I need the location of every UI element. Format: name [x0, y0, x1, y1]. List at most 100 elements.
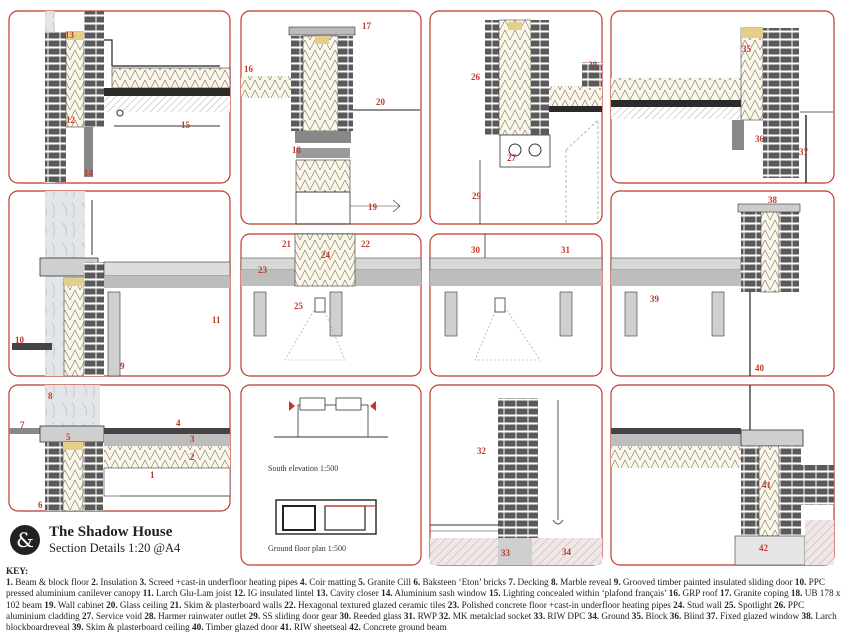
key-item-text: PPC pressed aluminium canilever canopy	[6, 577, 826, 599]
key-item: 42. Concrete ground beam	[349, 622, 446, 632]
callout-16: 16	[244, 64, 254, 74]
callout-8: 8	[48, 391, 53, 401]
callout-31: 31	[561, 245, 571, 255]
key-item: 15. Lighting concealed within ‘plafond f…	[489, 588, 669, 598]
callout-39: 39	[650, 294, 660, 304]
key-item-text: Fixed glazed window	[717, 610, 802, 621]
key-item-number: 4.	[300, 577, 307, 588]
key-item-text: Polished concrete floor +cast-in underfl…	[459, 599, 674, 610]
callout-4: 4	[176, 418, 181, 428]
callout-41: 41	[762, 480, 772, 490]
title-text: The Shadow House Section Details 1:20 @A…	[49, 524, 180, 556]
key-item-text: RIW sheetseal	[291, 622, 350, 633]
key-item: 35. Block	[632, 611, 670, 621]
key-item: 41. RIW sheetseal	[280, 622, 349, 632]
callout-20: 20	[376, 97, 386, 107]
key-item: 4. Coir matting	[300, 577, 358, 587]
key-item-text: SS sliding door gear	[260, 610, 340, 621]
key-item-number: 16.	[668, 588, 681, 599]
key-item: 32. MK metalclad socket	[439, 611, 534, 621]
callout-3: 3	[190, 434, 195, 444]
callout-12: 12	[66, 115, 76, 125]
callout-25: 25	[294, 301, 304, 311]
key-item-number: 26.	[774, 599, 786, 610]
detail-glazed-door	[610, 203, 801, 376]
key-item: 30. Reeded glass	[340, 611, 404, 621]
callout-29: 29	[472, 191, 482, 201]
key-item: 3. Screed +cast-in underfloor heating pi…	[139, 577, 300, 587]
key-item-number: 13.	[316, 588, 328, 599]
key-item-text: UB 178 x 102 beam	[6, 588, 841, 610]
key-item-number: 7.	[508, 577, 516, 588]
key-item-text: Timber glazed door	[203, 622, 281, 633]
key-item-number: 14.	[381, 588, 393, 599]
key-item-text: Concrete ground beam	[360, 622, 447, 633]
key-item-text: Lighting concealed within ‘plafond franç…	[500, 588, 669, 599]
callout-5: 5	[66, 432, 71, 442]
key-item-number: 6.	[413, 577, 421, 588]
key-item-number: 5.	[358, 577, 366, 588]
key-item: 1. Beam & block floor	[6, 577, 91, 587]
key-item-number: 40.	[192, 622, 204, 633]
key-item: 40. Timber glazed door	[192, 622, 280, 632]
callout-labels: 1 2 3 4 5 6 7 8 9 10 11 12 13 14 15 16 1…	[15, 21, 809, 558]
key-item-text: Larch Glu-Lam joist	[153, 588, 234, 599]
key-item-number: 31.	[403, 610, 416, 621]
key-item-text: GRP roof	[680, 588, 720, 599]
callout-10: 10	[15, 335, 25, 345]
key-item-text: Skim & plasterboard walls	[181, 599, 285, 610]
key-item-number: 8.	[550, 577, 558, 588]
key-item-text: Blind	[681, 610, 707, 621]
callout-1: 1	[150, 470, 155, 480]
key-item: 21. Skim & plasterboard walls	[170, 600, 284, 610]
key-item: 23. Polished concrete floor +cast-in und…	[448, 600, 673, 610]
detail-floor-spot	[429, 234, 603, 361]
ampersand-logo-icon: &	[10, 524, 40, 555]
key-item-text: Wall cabinet	[55, 599, 107, 610]
callout-11: 11	[212, 315, 221, 325]
key-item-text: Block	[643, 610, 670, 621]
key-item: 38. Larch blockboardreveal	[6, 611, 837, 632]
key-item-number: 25.	[724, 599, 736, 610]
key-item: 10. PPC pressed aluminium canilever cano…	[6, 577, 825, 598]
callout-34: 34	[562, 547, 572, 557]
key-item-number: 32.	[438, 610, 451, 621]
key-item-text: MK metalclad socket	[450, 610, 534, 621]
callout-2: 2	[190, 452, 195, 462]
detail-floor-stud	[240, 233, 422, 361]
callout-9: 9	[120, 361, 125, 371]
key-plan-diagrams	[274, 397, 388, 535]
key-item: 16. GRP roof	[669, 588, 720, 598]
key-item-number: 35.	[631, 610, 644, 621]
key-item: 7. Decking	[508, 577, 551, 587]
callout-27: 27	[507, 153, 517, 163]
key-item-text: IG insulated lintel	[245, 588, 317, 599]
key-item-number: 12.	[233, 588, 246, 599]
key-item-number: 2.	[91, 577, 99, 588]
key-item-number: 41.	[280, 622, 292, 633]
detail-parapet-blind	[611, 27, 833, 183]
key-item-number: 42.	[349, 622, 361, 633]
callout-30: 30	[471, 245, 481, 255]
key-item: 17. Granite coping	[720, 588, 791, 598]
key-item-text: Glass ceiling	[117, 599, 170, 610]
key-item-text: Reeded glass	[351, 610, 404, 621]
key-item-number: 33.	[533, 610, 546, 621]
callout-23: 23	[258, 265, 268, 275]
callout-38: 38	[768, 195, 778, 205]
key-item-number: 30.	[339, 610, 351, 621]
detail-ground-sill	[9, 385, 231, 512]
detail-threshold	[611, 385, 834, 566]
key-item-text: Skim & plasterboard ceiling	[83, 622, 193, 633]
key-list: 1. Beam & block floor 2. Insulation 3. S…	[6, 577, 844, 633]
key-item-text: Beam & block floor	[12, 577, 92, 588]
key-item: 37. Fixed glazed window	[706, 611, 801, 621]
key-item: 34. Ground	[588, 611, 632, 621]
key-item-number: 11.	[142, 588, 154, 599]
key-item-number: 24.	[673, 599, 685, 610]
key-item-text: Marble reveal	[557, 577, 614, 588]
detail-canopy	[12, 191, 231, 377]
key-item-text: Stud wall	[684, 599, 725, 610]
key-item-text: Service void	[93, 610, 145, 621]
